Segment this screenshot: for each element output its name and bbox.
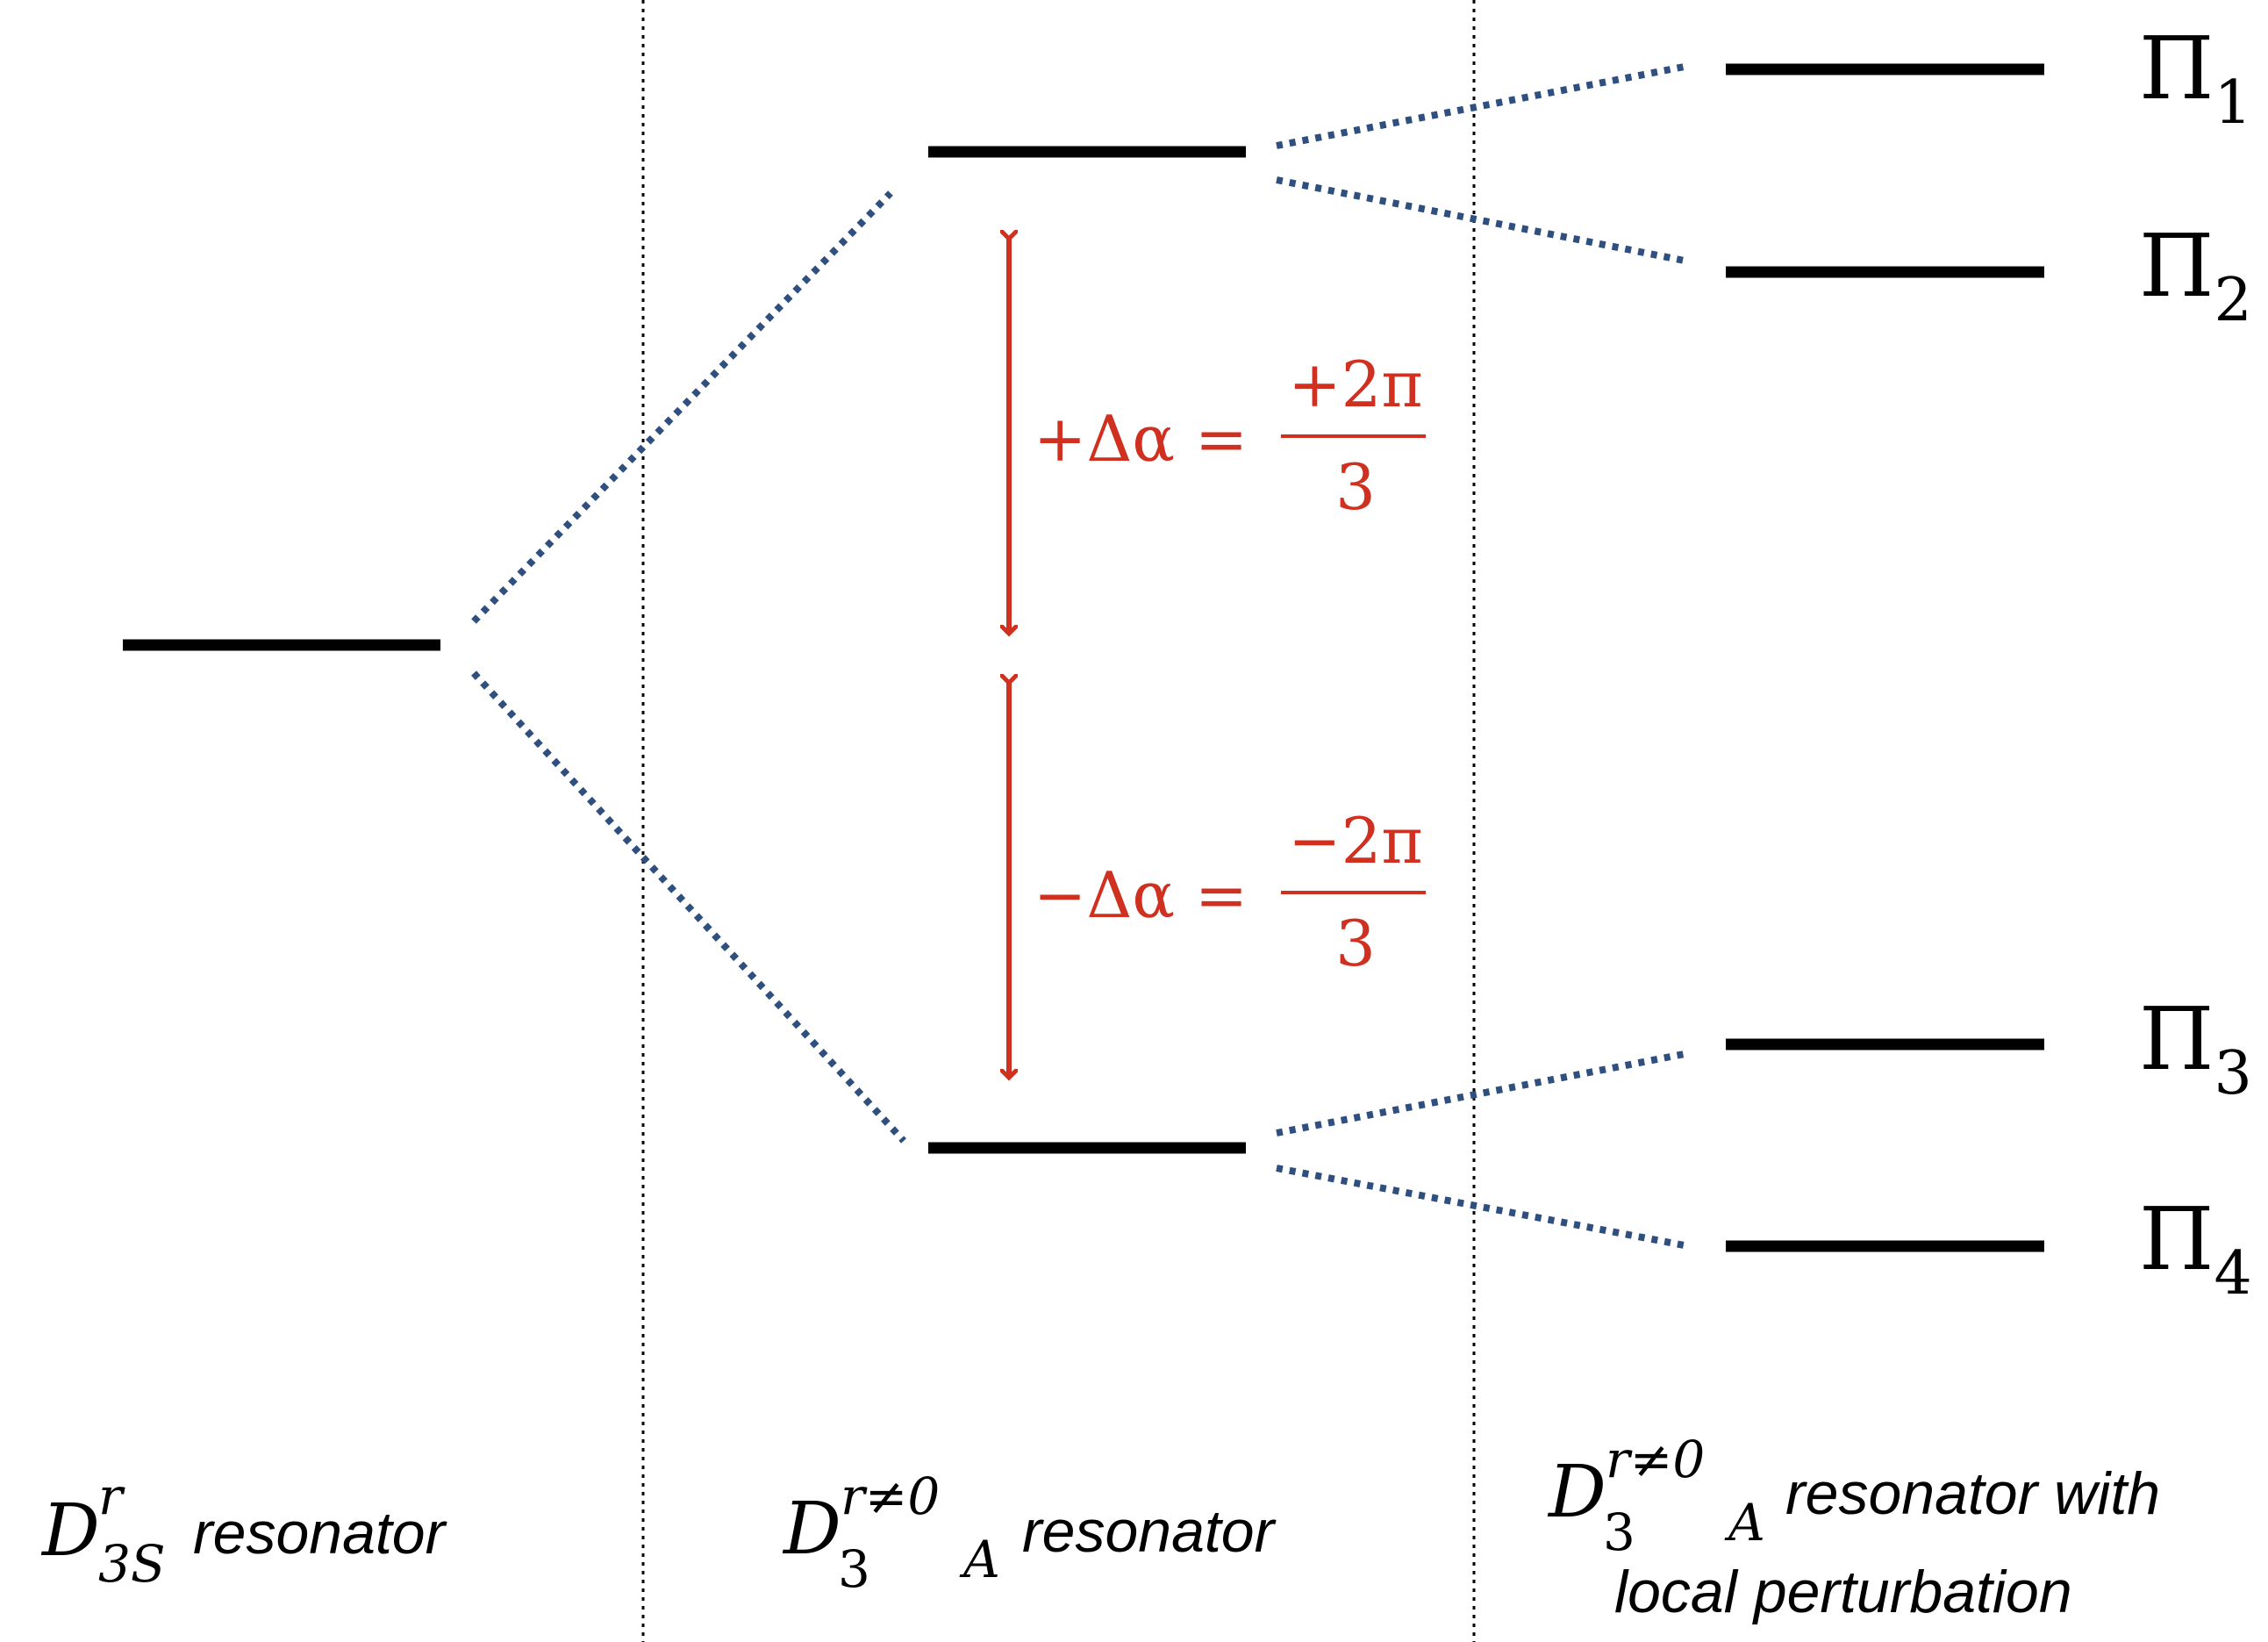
label-pi4: Π4: [2139, 1190, 2252, 1309]
annotation-plus-numerator: +2π: [1288, 348, 1422, 421]
column-label-right: D r≠0 3 A resonator with local perturbat…: [1547, 1430, 2160, 1625]
label-pi2: Π2: [2139, 217, 2252, 335]
left-symbol-base: D: [40, 1489, 100, 1573]
annotation-plus-lhs: +Δα =: [1034, 402, 1248, 476]
left-symbol-sub: 3S: [98, 1534, 166, 1594]
label-pi1: Π1: [2139, 19, 2252, 138]
left-label-text: resonator: [193, 1500, 447, 1567]
middle-symbol-sup: r≠0: [841, 1466, 940, 1526]
annotation-minus-numerator: −2π: [1288, 804, 1422, 878]
connectors: [471, 62, 1690, 1250]
right-symbol-sub-letter: A: [1724, 1493, 1765, 1552]
right-symbol-base: D: [1547, 1451, 1606, 1534]
right-symbol-sup: r≠0: [1606, 1430, 1705, 1489]
annotation-plus-denominator: 3: [1335, 450, 1376, 524]
annotation-minus-denominator: 3: [1335, 907, 1376, 980]
connector-upper-to-pi1: [1276, 62, 1690, 149]
middle-symbol-sub-index: 3: [838, 1539, 870, 1599]
right-symbol-sub-index: 3: [1603, 1502, 1635, 1562]
connector-left-to-lower: [471, 670, 906, 1144]
energy-levels: [123, 63, 2044, 1252]
label-pi3: Π3: [2139, 990, 2252, 1108]
left-symbol-sup: r: [98, 1466, 125, 1526]
connector-upper-to-pi2: [1276, 176, 1690, 265]
annotation-minus-lhs: −Δα =: [1034, 858, 1248, 932]
middle-label-text: resonator: [1022, 1498, 1277, 1565]
column-label-middle: D r≠0 3 A resonator: [782, 1466, 1277, 1599]
right-label-line1: resonator with: [1785, 1460, 2160, 1527]
annotation-minus: −Δα = −2π 3: [1034, 804, 1426, 980]
connector-lower-to-pi4: [1276, 1165, 1690, 1250]
column-label-left: D r 3S resonator: [40, 1466, 447, 1594]
middle-symbol-base: D: [782, 1488, 841, 1571]
middle-symbol-sub-letter: A: [959, 1530, 1000, 1589]
right-label-line2: local perturbation: [1614, 1559, 2072, 1625]
connector-lower-to-pi3: [1276, 1050, 1690, 1136]
annotation-plus: +Δα = +2π 3: [1034, 348, 1426, 524]
connector-left-to-upper: [471, 190, 893, 624]
